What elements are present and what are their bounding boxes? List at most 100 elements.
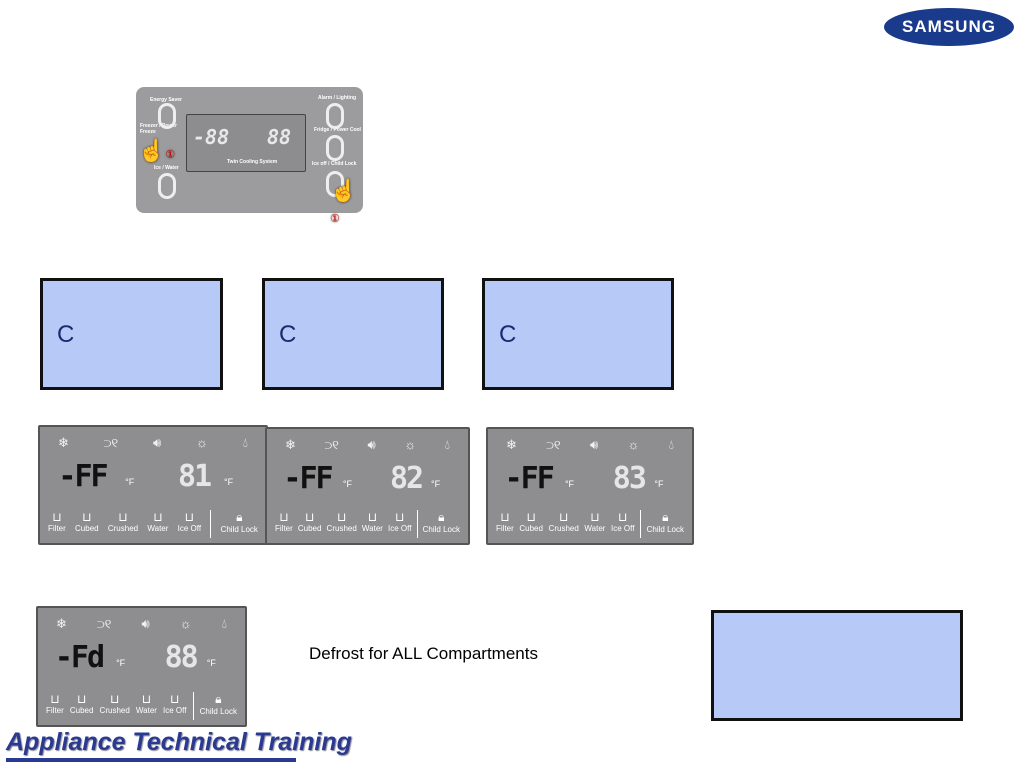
filter-icon: ⊔: [52, 510, 62, 524]
ice-off-button[interactable]: [326, 171, 344, 197]
filter-label: Filter: [496, 524, 514, 533]
lock-icon: 🔒︎: [438, 510, 445, 524]
lock-icon: 🔒︎: [662, 510, 669, 524]
status-icons: ❄⊃୧🔊︎☼💧︎: [58, 435, 248, 451]
ice_off-icon: ⊔: [184, 510, 195, 524]
freezer-display: -Fd: [54, 640, 105, 675]
divider: [416, 510, 418, 538]
control-panel-image: Energy Saver Freezer / Power Freeze Ice …: [136, 87, 363, 225]
label-alarm: Alarm / Lighting: [318, 95, 357, 101]
child-lock-label: Child Lock: [646, 525, 684, 534]
child-lock-indicator: 🔒︎Child Lock: [647, 510, 684, 538]
display-panel: ❄⊃୧🔊︎☼💧︎ -Fd °F 88 °F ⊔Filter⊔Cubed⊔Crus…: [36, 606, 247, 727]
ice-water-button[interactable]: [158, 173, 176, 199]
energy-saver-button[interactable]: [158, 103, 176, 129]
crushed-label: Crushed: [548, 524, 579, 533]
wifi-icon: ⊃୧: [103, 435, 119, 450]
note-text: C: [279, 321, 297, 348]
child-lock-indicator: 🔒︎Child Lock: [423, 510, 460, 538]
status-icons: ❄⊃୧🔊︎☼💧︎: [285, 437, 450, 453]
hand-pointer-icon: ☝①: [330, 178, 358, 226]
ice_off-label: Ice Off: [163, 706, 187, 715]
unit-left: °F: [116, 658, 126, 668]
unit-left: °F: [342, 479, 352, 489]
footer-underline: [6, 758, 296, 762]
unit-right: °F: [224, 477, 234, 487]
filter-icon: ⊔: [279, 510, 289, 524]
cubed-indicator: ⊔Cubed: [70, 692, 94, 720]
unit-right: °F: [431, 479, 441, 489]
alarm-button[interactable]: [326, 103, 344, 129]
crushed-indicator: ⊔Crushed: [327, 510, 357, 538]
brand-text: SAMSUNG: [902, 17, 996, 36]
child-lock-label: Child Lock: [422, 525, 460, 534]
wifi-icon: ⊃୧: [97, 616, 112, 631]
note-box-1: C: [40, 278, 223, 390]
water-label: Water: [135, 706, 157, 715]
freeze-icon: ❄: [285, 437, 296, 452]
child-lock-indicator: 🔒︎Child Lock: [200, 692, 237, 720]
water-indicator: ⊔Water: [584, 510, 605, 538]
divider: [640, 510, 642, 538]
wifi-icon: ⊃୧: [546, 437, 561, 452]
fridge-display: 81: [178, 459, 212, 494]
crushed-icon: ⊔: [336, 510, 347, 524]
cubed-icon: ⊔: [76, 692, 87, 706]
crushed-icon: ⊔: [118, 510, 128, 524]
filter-icon: ⊔: [50, 692, 60, 706]
child-lock-indicator: 🔒︎Child Lock: [221, 510, 258, 538]
crushed-indicator: ⊔Crushed: [100, 692, 130, 720]
note-box-3: C: [482, 278, 674, 390]
fridge-temp: 88: [267, 125, 292, 149]
crushed-icon: ⊔: [558, 510, 569, 524]
crushed-indicator: ⊔Crushed: [549, 510, 579, 538]
note-text: C: [57, 321, 75, 348]
ice_off-label: Ice Off: [388, 524, 412, 533]
wifi-icon: ⊃୧: [324, 437, 339, 452]
freeze-icon: ❄: [58, 435, 69, 450]
status-icons: ❄⊃୧🔊︎☼💧︎: [506, 437, 674, 453]
sound-icon: 🔊︎: [589, 437, 599, 452]
water-icon: ⊔: [153, 510, 163, 524]
ice_off-label: Ice Off: [177, 524, 202, 533]
sound-icon: 🔊︎: [141, 616, 150, 631]
ice_off-indicator: ⊔Ice Off: [388, 510, 411, 538]
sound-icon: 🔊︎: [367, 437, 376, 452]
cubed-label: Cubed: [75, 524, 99, 533]
light-icon: ☼: [196, 435, 208, 450]
divider: [210, 510, 212, 538]
note-box-4: [711, 610, 963, 721]
drop-icon: 💧︎: [444, 437, 450, 452]
child-lock-label: Child Lock: [199, 707, 237, 716]
fridge-button[interactable]: [326, 135, 344, 161]
unit-right: °F: [206, 658, 216, 668]
display-panel: ❄⊃୧🔊︎☼💧︎ -FF °F 81 °F ⊔Filter⊔Cubed⊔Crus…: [38, 425, 268, 545]
crushed-label: Crushed: [99, 706, 130, 715]
fridge-display: 83: [612, 461, 647, 496]
ice_off-indicator: ⊔Ice Off: [163, 692, 186, 720]
filter-label: Filter: [275, 524, 293, 533]
ice_off-indicator: ⊔Ice Off: [611, 510, 634, 538]
fridge-display: 88: [164, 640, 199, 675]
ice_off-icon: ⊔: [170, 692, 180, 706]
ice_off-indicator: ⊔Ice Off: [178, 510, 201, 538]
crushed-label: Crushed: [107, 524, 139, 533]
note-text: C: [499, 321, 517, 348]
cubed-indicator: ⊔Cubed: [519, 510, 543, 538]
unit-left: °F: [564, 479, 575, 489]
freezer-display: -FF: [504, 461, 555, 496]
fridge-display: 82: [390, 461, 424, 496]
filter-label: Filter: [46, 706, 64, 715]
unit-left: °F: [125, 477, 135, 487]
label-energy-saver: Energy Saver: [150, 97, 182, 103]
freezer-temp: -88: [193, 125, 230, 149]
light-icon: ☼: [179, 616, 192, 631]
water-label: Water: [147, 524, 169, 533]
control-lcd: -88 88 Twin Cooling System: [186, 114, 306, 172]
child-lock-label: Child Lock: [220, 525, 258, 534]
cubed-icon: ⊔: [304, 510, 315, 524]
display-panel: ❄⊃୧🔊︎☼💧︎ -FF °F 82 °F ⊔Filter⊔Cubed⊔Crus…: [265, 427, 470, 545]
filter-label: Filter: [48, 524, 66, 533]
freeze-icon: ❄: [506, 437, 517, 452]
water-icon: ⊔: [590, 510, 600, 524]
